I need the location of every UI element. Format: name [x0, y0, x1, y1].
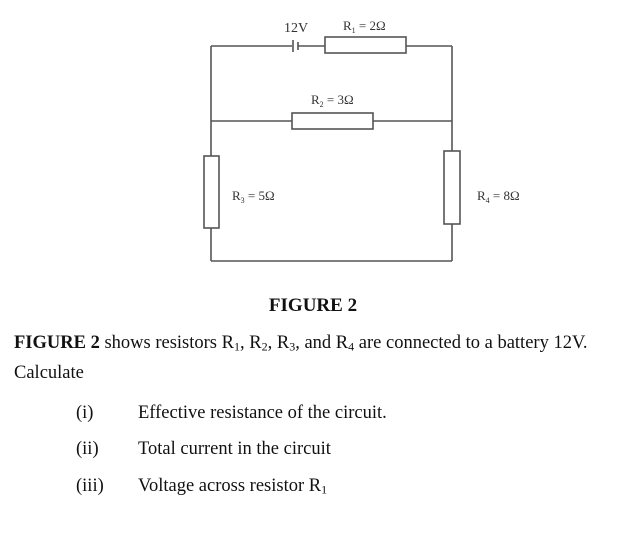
- subscript: 2: [261, 339, 268, 354]
- question-text: FIGURE 2 shows resistors R1, R2, R3, and…: [14, 328, 619, 388]
- subscript: 3: [289, 339, 296, 354]
- resistor-r3: [203, 155, 220, 229]
- item-number: (i): [76, 403, 94, 423]
- question-item: (ii) Total current in the circuit: [76, 439, 331, 460]
- resistor-r2: [291, 112, 374, 130]
- text-part: , R: [239, 333, 262, 353]
- text-part: , and R: [295, 333, 349, 353]
- resistor-r4: [443, 150, 461, 225]
- resistor-r1: [324, 36, 407, 54]
- r2-label: R2 = 3Ω: [311, 92, 354, 109]
- item-number: (iii): [76, 476, 104, 496]
- item-text: Total current in the circuit: [138, 439, 331, 459]
- subscript: 1: [321, 482, 328, 497]
- r4-label: R4 = 8Ω: [477, 188, 520, 205]
- r3-label: R3 = 5Ω: [232, 188, 275, 205]
- item-text: Voltage across resistor R: [138, 476, 322, 496]
- question-item: (i) Effective resistance of the circuit.: [76, 403, 387, 424]
- item-text: Effective resistance of the circuit.: [138, 403, 387, 423]
- circuit-diagram: 12V R1 = 2Ω R2 = 3Ω R3 = 5Ω R4 = 8Ω: [203, 18, 520, 262]
- question-item: (iii) Voltage across resistor R1: [76, 476, 327, 497]
- text-part: shows resistors R: [99, 333, 234, 353]
- figure-caption: FIGURE 2: [268, 295, 358, 316]
- text-part: are connected to a battery 12V. Calculat…: [14, 333, 588, 383]
- subscript: 1: [233, 339, 240, 354]
- figure-reference: FIGURE 2: [14, 333, 100, 353]
- subscript: 4: [348, 339, 355, 354]
- r1-label: R1 = 2Ω: [343, 18, 386, 35]
- item-number: (ii): [76, 439, 99, 459]
- text-part: , R: [267, 333, 290, 353]
- battery-label: 12V: [284, 21, 308, 36]
